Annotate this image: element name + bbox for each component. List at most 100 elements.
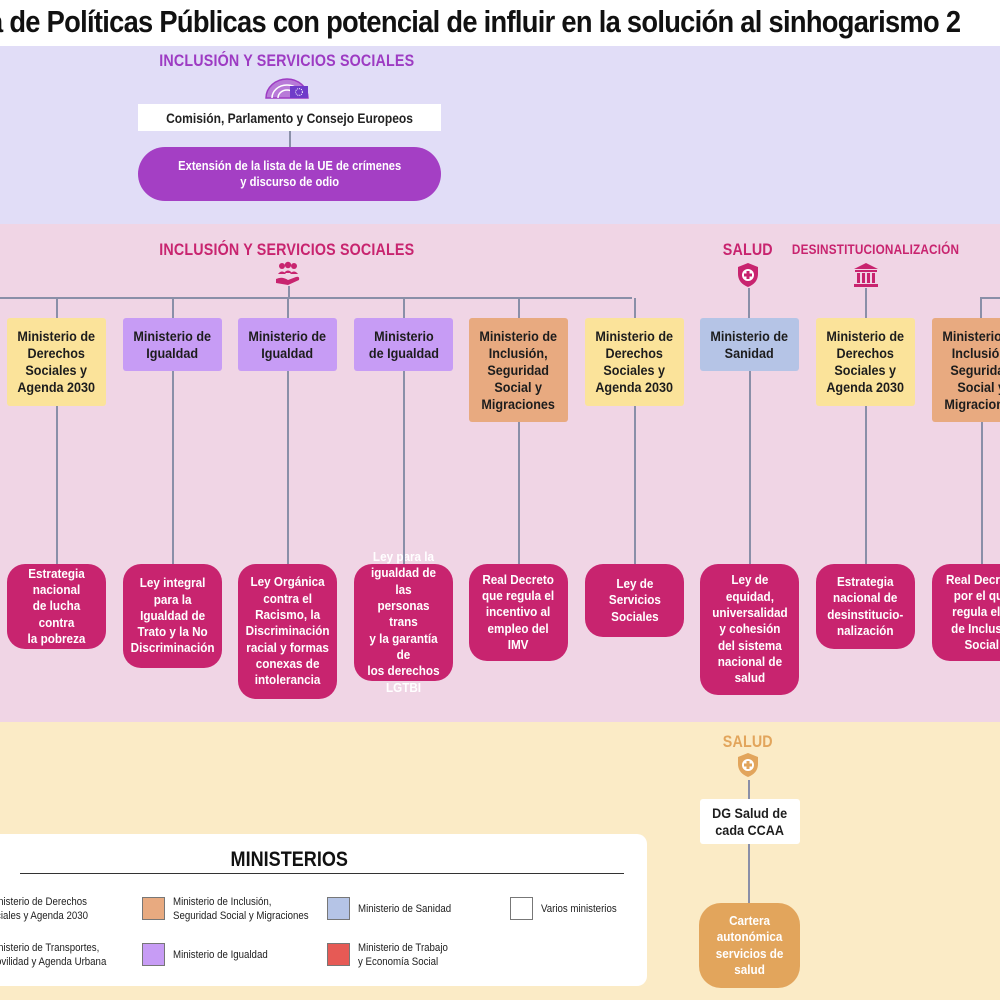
ministry-to-policy-line: [286, 371, 289, 564]
policy-text-line: IMV: [508, 636, 529, 652]
ministry-to-policy-line: [980, 422, 983, 564]
ministry-name-line: Ministerio de: [248, 327, 327, 344]
ministry-name-line: Ministerio de: [710, 327, 789, 344]
ministry-name-line: Seguridad: [487, 361, 550, 378]
ccaa-salud-label: SALUD: [722, 732, 774, 751]
policy-text-line: universalidad: [711, 605, 788, 621]
legend-title: MINISTERIOS: [230, 848, 348, 871]
ministry-name-line: Inclusión,: [489, 344, 548, 361]
salud-branch-stem: [748, 288, 750, 318]
policy-text-line: y cohesión: [718, 621, 781, 637]
desinst-branch-stem: [865, 288, 867, 318]
ministry-name-line: Ministerio de: [595, 328, 674, 344]
ministry-to-policy-line: [517, 422, 520, 564]
policy-text-line: empleo del: [487, 620, 550, 636]
ministry-name-line: Inclusión,: [952, 344, 1000, 361]
policy-text-line: LGTBI: [385, 679, 422, 695]
policy-text-line: de Inclusió: [950, 620, 1000, 636]
policy-text-line: los derechos: [367, 663, 440, 679]
policy-text-line: Ley Orgánica: [250, 574, 325, 590]
ministry-name-line: Ministerio: [373, 327, 434, 344]
ministry-name-line: Derechos: [836, 345, 895, 361]
policy-text-line: regula el S: [951, 604, 1000, 620]
legend-label: Varios ministerios: [541, 903, 617, 915]
policy-text-line: Estrategia: [837, 573, 894, 589]
branch-to-ministry-line: [171, 298, 174, 318]
branch-to-ministry-line: [402, 298, 405, 318]
eu-section-label: INCLUSIÓN Y SERVICIOS SOCIALES: [158, 51, 414, 70]
ministry-name-line: Igualdad: [146, 344, 199, 361]
policy-text-line: personas trans: [377, 598, 430, 630]
eu-connector: [289, 131, 291, 147]
legend-swatch: [142, 943, 165, 966]
policy-text-line: nacional de: [833, 590, 898, 606]
page-title: a de Políticas Públicas con potencial de…: [0, 4, 961, 39]
ministry-to-policy-line: [864, 406, 867, 564]
policy-text-line: desinstitucio-: [827, 606, 904, 622]
policy-text-line: Social: [964, 636, 999, 652]
policy-text-line: equidad,: [725, 588, 774, 604]
branch-to-ministry-line: [286, 298, 289, 318]
ministry-name-line: Ministerio de: [826, 328, 905, 344]
ministry-name-line: Ministerio de: [133, 327, 212, 344]
policy-text-line: Discriminación: [245, 623, 330, 639]
ministry-name-line: Igualdad: [261, 344, 314, 361]
policy-text-line: racial y formas: [246, 639, 329, 655]
branch-to-ministry-line: [517, 298, 520, 318]
eu-policy-pill: Extensión de la lista de la UE de crímen…: [138, 147, 441, 201]
ministry-name-line: Sociales y: [603, 362, 666, 378]
policy-text-line: que regula el: [482, 588, 555, 604]
ministry-name-line: Derechos: [27, 345, 86, 361]
ministry-name-line: Ministerio de: [942, 327, 1000, 344]
ministry-name-line: Derechos: [605, 345, 664, 361]
ministry-name-line: Social y: [957, 378, 1000, 395]
policy-text-line: salud: [734, 670, 765, 686]
policy-text-line: la pobreza: [27, 630, 86, 646]
ministry-name-line: Migraciones: [481, 395, 556, 412]
policy-text-line: Servicios: [608, 592, 661, 608]
right-branch-line: [980, 297, 1000, 299]
policy-text-line: y la garantía de: [369, 630, 438, 662]
eu-parliament-icon: [265, 78, 309, 99]
policy-text-line: Ley de: [730, 572, 769, 588]
legend-rule: [20, 873, 624, 874]
ministry-name-line: Migraciones: [944, 395, 1000, 412]
policy-text-line: Real Decreto: [945, 571, 1000, 587]
legend-panel: MINISTERIOS: [0, 834, 647, 986]
ministry-to-policy-line: [633, 406, 636, 564]
policy-text-line: Igualdad de: [140, 607, 206, 623]
ministry-to-policy-line: [55, 406, 58, 564]
legend-label: inisterio de Transportes,ovilidad y Agen…: [0, 942, 107, 968]
state-salud-label: SALUD: [722, 240, 774, 259]
ministry-name-line: de Igualdad: [368, 344, 439, 361]
policy-text-line: para la: [153, 591, 192, 607]
health-shield-icon: [738, 263, 758, 287]
ministry-name-line: Sanidad: [724, 344, 774, 361]
ministry-name-line: Sociales y: [834, 362, 897, 378]
policy-text-line: Racismo, la: [254, 607, 321, 623]
policy-text-line: Discriminación: [130, 640, 215, 656]
ministry-name-line: Seguridad: [950, 361, 1000, 378]
inclusion-branch-stem: [288, 286, 290, 298]
branch-to-ministry-line: [980, 298, 982, 318]
ministry-name-line: Agenda 2030: [826, 379, 905, 395]
legend-label: Ministerio de Igualdad: [173, 949, 268, 961]
legend-swatch: [510, 897, 533, 920]
inclusion-branch-line: [0, 297, 632, 299]
policy-text-line: Estrategia: [28, 565, 85, 581]
ministry-name-line: Social y: [494, 378, 543, 395]
